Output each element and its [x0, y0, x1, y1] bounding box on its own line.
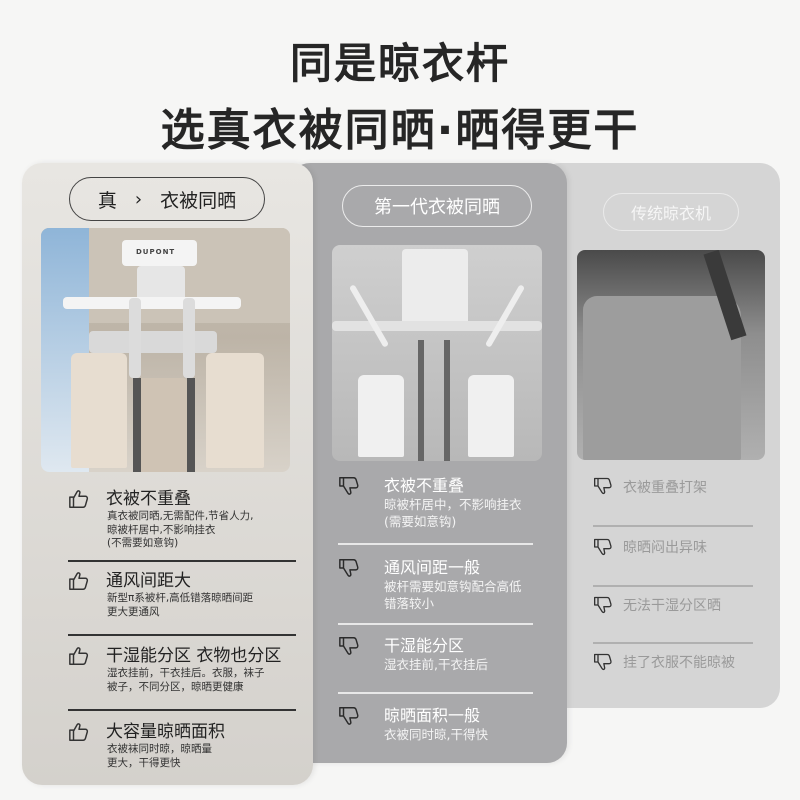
pill-prefix: 真 — [97, 189, 117, 212]
feature-item: 衣被重叠打架 — [593, 471, 773, 529]
thumbs-up-icon — [68, 488, 90, 510]
feature-desc: 湿衣挂前，干衣挂后。衣服，袜子 被子，不同分区，晾晒更健康 — [107, 667, 265, 693]
divider — [593, 642, 753, 644]
feature-item: 干湿能分区 湿衣挂前,干衣挂后 — [338, 626, 558, 696]
panel-first-gen: 第一代衣被同晒 衣被不重叠 晾被杆居中，不影响挂衣 (需要如意钩) 通风间距一般… — [290, 163, 567, 763]
thumbs-down-icon — [338, 475, 360, 497]
feature-desc: 衣被同时晾,干得快 — [384, 727, 488, 742]
panel-traditional: 传统晾衣机 衣被重叠打架 晾晒闷出异味 无法干湿分区晒 挂了衣服不能晾被 — [540, 163, 780, 708]
rack-crossbar — [63, 297, 241, 309]
quilt-bar-left — [133, 378, 141, 472]
product-photo — [577, 250, 765, 460]
feature-list: 衣被不重叠 晾被杆居中，不影响挂衣 (需要如意钩) 通风间距一般 被杆需要如意钩… — [338, 468, 558, 756]
rack-motor-housing — [402, 249, 468, 329]
feature-title: 干湿能分区 衣物也分区 — [106, 646, 282, 666]
thumbs-up-icon — [68, 570, 90, 592]
thumbs-down-icon — [338, 557, 360, 579]
chevron-right-icon: › — [134, 188, 143, 210]
thumbs-down-icon — [338, 705, 360, 727]
divider — [68, 709, 296, 711]
quilt-bar-right — [187, 378, 195, 472]
feature-desc: 新型π系被杆,高低错落晾晒间距 更大更通风 — [107, 592, 254, 618]
thumbs-up-icon — [68, 721, 90, 743]
feature-desc: 湿衣挂前,干衣挂后 — [384, 657, 488, 672]
quilt-arm-left — [129, 298, 141, 378]
quilt-bar-right — [444, 340, 450, 461]
rack-motor-housing — [122, 240, 197, 266]
feature-desc: 被杆需要如意钩配合高低 错落较小 — [384, 579, 522, 611]
pill-label: 衣被同晒 — [160, 189, 237, 212]
garment-right — [468, 375, 514, 457]
product-photo: DUPONT — [41, 228, 290, 472]
panel-true-clothes-quilt: 真 › 衣被同晒 DUPONT 衣被不重叠 真衣被同晒,无需配件,节省人力, 晾… — [22, 163, 313, 785]
feature-title: 挂了衣服不能晾被 — [623, 655, 735, 671]
column-label-pill: 传统晾衣机 — [603, 193, 739, 231]
divider — [338, 543, 533, 545]
feature-title: 通风间距一般 — [384, 558, 481, 577]
feature-item: 晾晒闷出异味 — [593, 529, 773, 587]
quilt-overlapping — [583, 296, 741, 460]
feature-title: 晾晒面积一般 — [384, 706, 481, 725]
feature-desc: 真衣被同晒,无需配件,节省人力, 晾被杆居中,不影响挂衣 (不需要如意钩) — [107, 510, 254, 549]
feature-title: 无法干湿分区晒 — [623, 598, 721, 614]
arm-left — [348, 284, 390, 348]
thumbs-down-icon — [593, 476, 613, 496]
column-label-pill: 第一代衣被同晒 — [342, 185, 532, 227]
quilt-bar-left — [418, 340, 424, 461]
thumbs-up-icon — [68, 645, 90, 667]
divider — [593, 585, 753, 587]
feature-item: 通风间距一般 被杆需要如意钩配合高低 错落较小 — [338, 548, 558, 626]
thumbs-down-icon — [593, 595, 613, 615]
feature-title: 大容量晾晒面积 — [106, 722, 225, 742]
divider — [68, 634, 296, 636]
divider — [338, 692, 533, 694]
feature-title: 晾晒闷出异味 — [623, 540, 707, 556]
feature-title: 衣被不重叠 — [384, 476, 465, 495]
divider — [338, 623, 533, 625]
product-photo — [332, 245, 542, 461]
garment-left — [71, 353, 127, 468]
thumbs-down-icon — [593, 537, 613, 557]
feature-list: 衣被不重叠 真衣被同晒,无需配件,节省人力, 晾被杆居中,不影响挂衣 (不需要如… — [68, 481, 308, 789]
column-label-pill: 真 › 衣被同晒 — [69, 177, 265, 221]
feature-item: 挂了衣服不能晾被 — [593, 644, 773, 694]
thumbs-down-icon — [338, 635, 360, 657]
feature-list: 衣被重叠打架 晾晒闷出异味 无法干湿分区晒 挂了衣服不能晾被 — [593, 471, 773, 694]
feature-item: 通风间距大 新型π系被杆,高低错落晾晒间距 更大更通风 — [68, 563, 308, 638]
quilt-hanging — [133, 378, 188, 472]
feature-desc: 衣被袜同时晾，晾晒量 更大，干得更快 — [107, 743, 212, 769]
garment-right — [206, 353, 264, 468]
rack-grid — [89, 331, 217, 353]
divider — [68, 560, 296, 562]
feature-title: 通风间距大 — [106, 571, 191, 591]
feature-desc: 晾被杆居中，不影响挂衣 (需要如意钩) — [384, 497, 522, 529]
headline-primary: 同是晾衣杆 — [289, 39, 510, 88]
thumbs-down-icon — [593, 652, 613, 672]
feature-title: 干湿能分区 — [384, 636, 465, 655]
arm-right — [484, 284, 526, 348]
feature-title: 衣被重叠打架 — [623, 480, 707, 496]
feature-item: 衣被不重叠 真衣被同晒,无需配件,节省人力, 晾被杆居中,不影响挂衣 (不需要如… — [68, 481, 308, 563]
rack-crossbar — [332, 321, 542, 331]
feature-item: 干湿能分区 衣物也分区 湿衣挂前，干衣挂后。衣服，袜子 被子，不同分区，晾晒更健… — [68, 638, 308, 714]
feature-item: 无法干湿分区晒 — [593, 587, 773, 644]
brand-logo: DUPONT — [136, 248, 176, 256]
divider — [593, 525, 753, 527]
quilt-arm-right — [183, 298, 195, 378]
feature-title: 衣被不重叠 — [106, 489, 191, 509]
garment-left — [358, 375, 404, 457]
feature-item: 大容量晾晒面积 衣被袜同时晾，晾晒量 更大，干得更快 — [68, 714, 308, 789]
feature-item: 晾晒面积一般 衣被同时晾,干得快 — [338, 696, 558, 756]
feature-item: 衣被不重叠 晾被杆居中，不影响挂衣 (需要如意钩) — [338, 468, 558, 548]
headline-secondary: 选真衣被同晒·晒得更干 — [160, 105, 640, 156]
